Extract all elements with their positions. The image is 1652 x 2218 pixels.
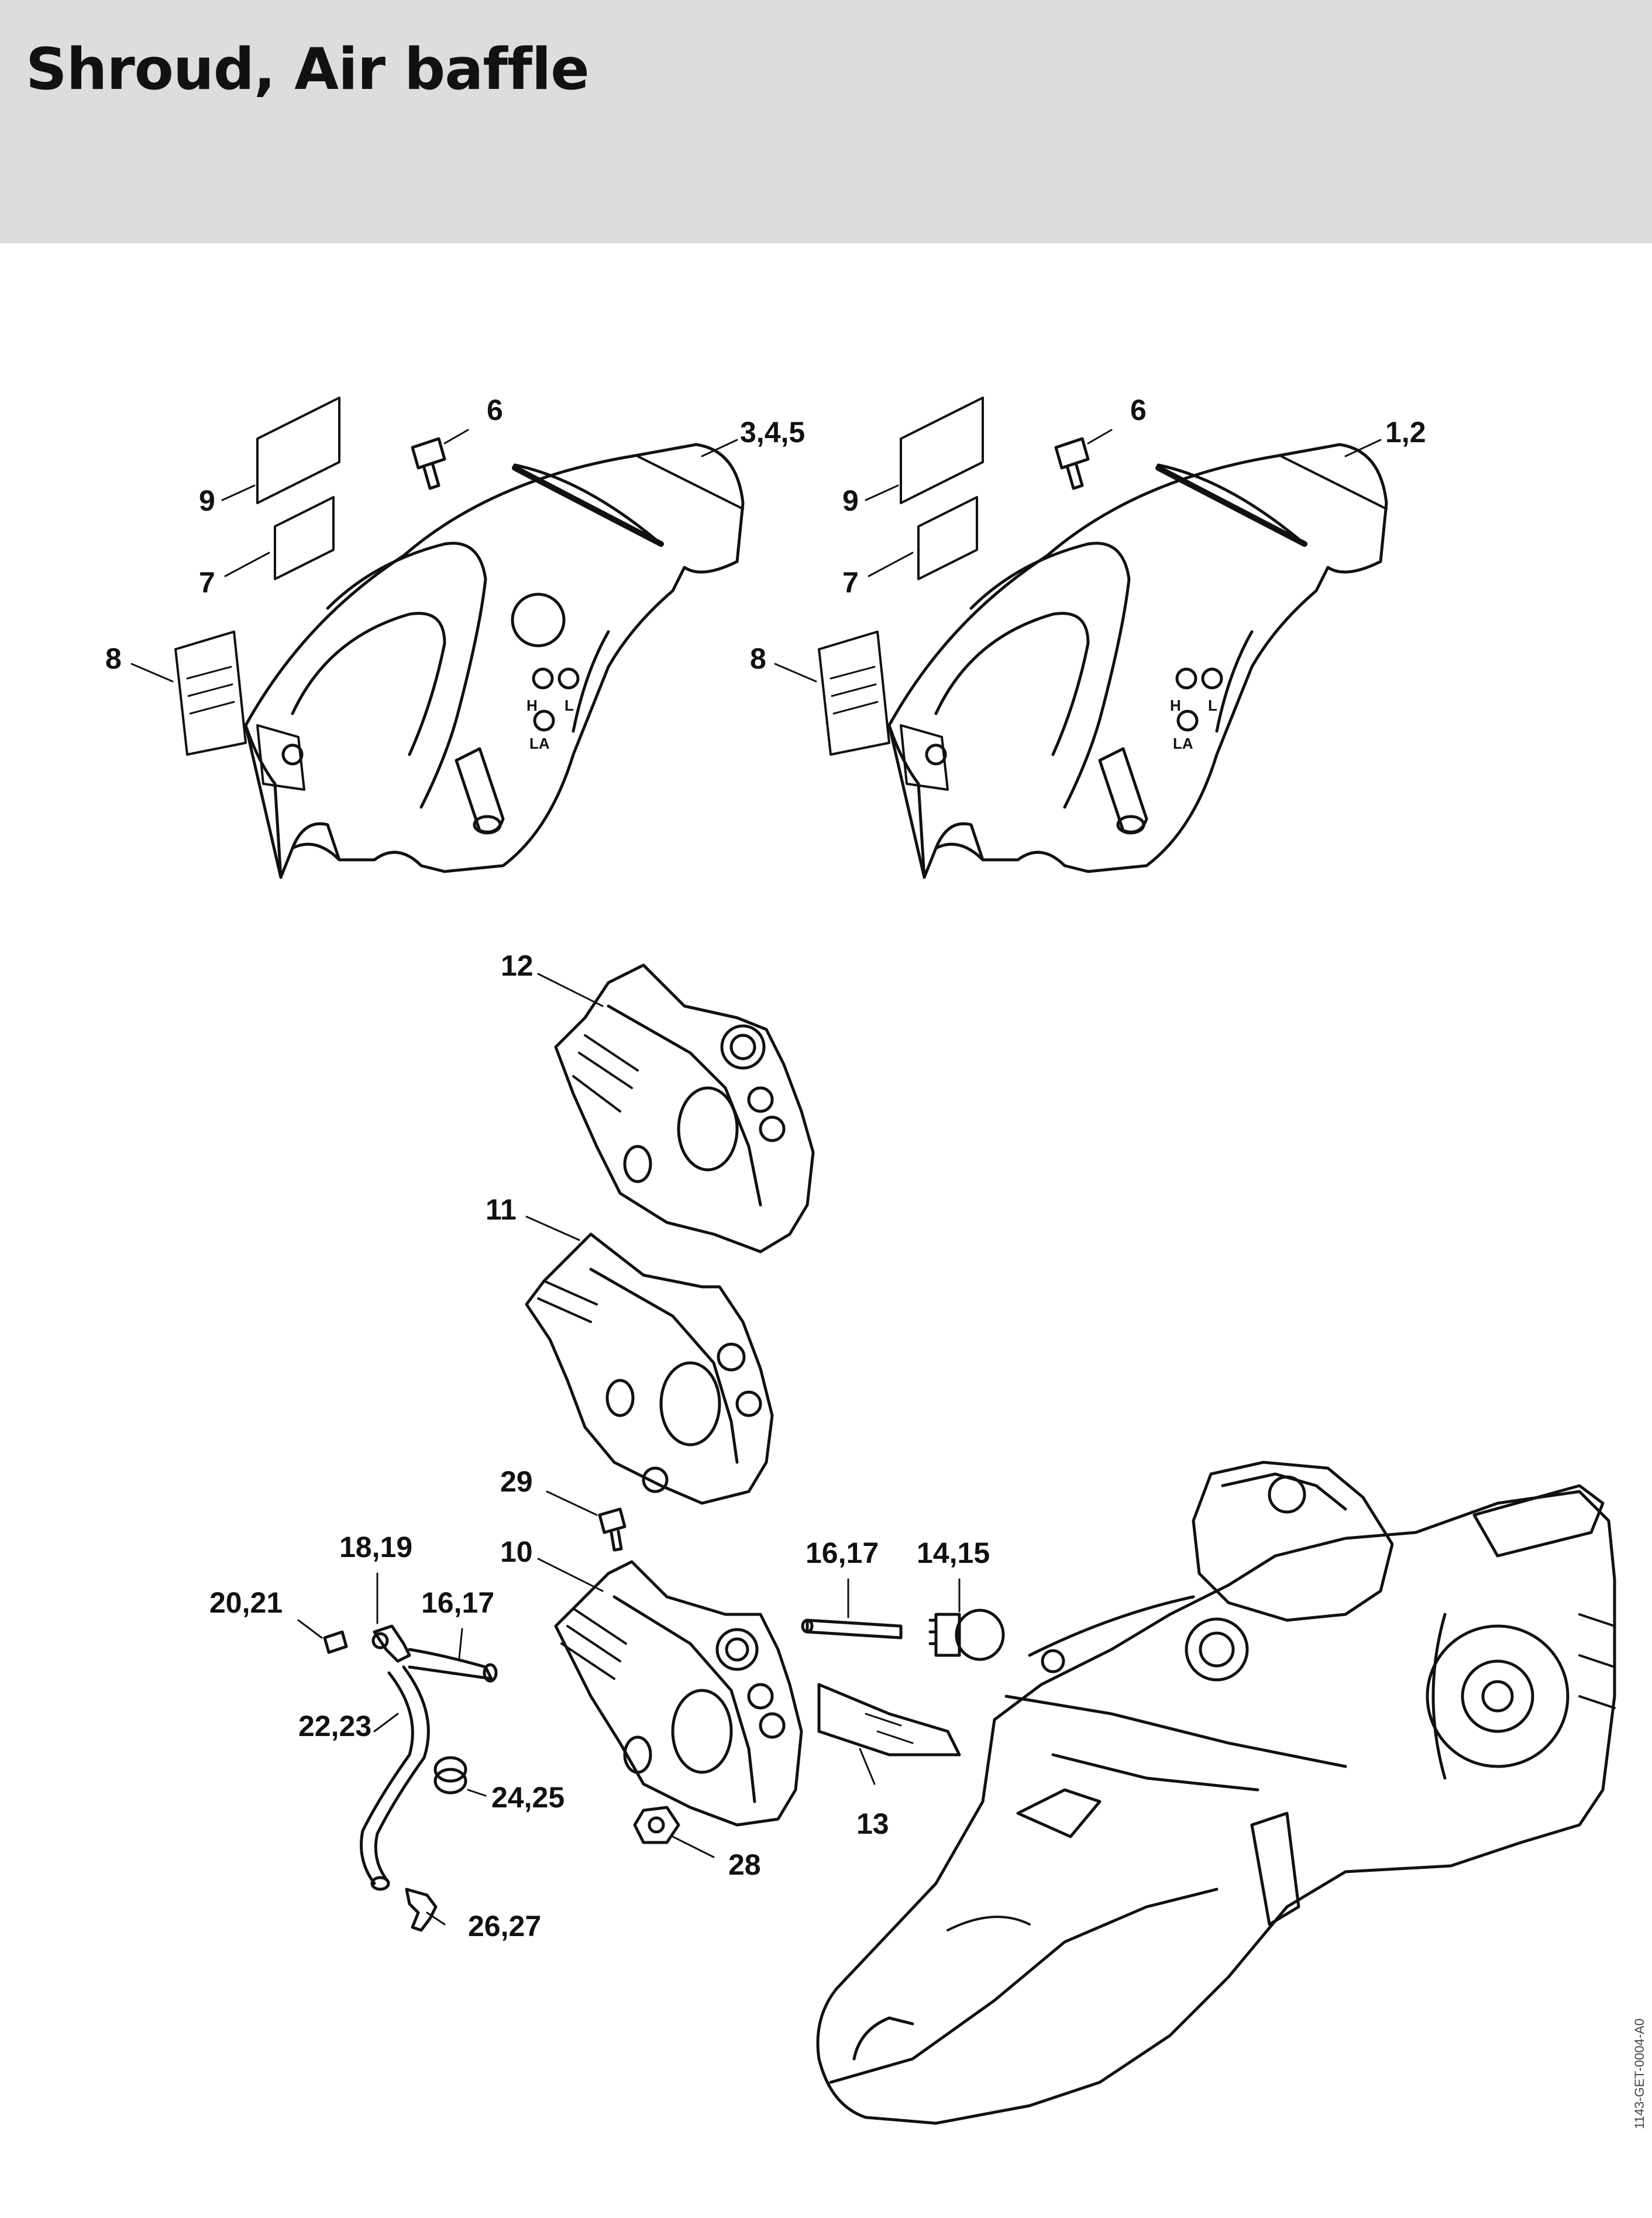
shroud-markings-right: H L LA	[1170, 697, 1217, 752]
chainsaw-body	[816, 1461, 1616, 2125]
callout-20-21: 20,21	[209, 1586, 283, 1619]
callout-16-17-hose: 16,17	[421, 1586, 494, 1619]
callout-9-right: 9	[842, 484, 859, 517]
callout-12: 12	[501, 949, 534, 982]
decal-9-right	[900, 397, 984, 504]
label-8-left	[174, 631, 247, 756]
drawing-reference: 1143-GET-0004-A0	[1632, 2018, 1647, 2129]
marking-l: L	[565, 697, 574, 714]
nut-28	[633, 1806, 680, 1844]
callout-6-right: 6	[1130, 394, 1147, 426]
rod-16-17	[801, 1618, 903, 1640]
callout-16-17-rod: 16,17	[806, 1537, 879, 1569]
callout-7-right: 7	[842, 566, 859, 599]
air-baffle-10	[554, 1560, 803, 1827]
callout-24-25: 24,25	[491, 1781, 565, 1814]
callout-22-23: 22,23	[298, 1710, 371, 1742]
callout-10: 10	[500, 1535, 533, 1568]
screw-20-21	[323, 1630, 348, 1654]
callout-13: 13	[856, 1807, 889, 1840]
callout-7-left: 7	[199, 566, 215, 599]
callout-6-left: 6	[487, 394, 503, 426]
callout-28: 28	[728, 1848, 761, 1881]
callout-8-left: 8	[105, 642, 122, 675]
marking-h: H	[1170, 697, 1181, 714]
leader-lines	[130, 429, 1382, 1926]
shroud-right	[887, 443, 1388, 879]
shroud-markings-left: H L LA	[526, 697, 574, 752]
callout-11: 11	[486, 1193, 517, 1226]
marking-l: L	[1208, 697, 1217, 714]
marking-la: LA	[529, 735, 550, 752]
screw-29	[598, 1507, 627, 1552]
air-baffle-12	[554, 963, 815, 1253]
elbow-26-27	[405, 1888, 438, 1932]
page-title: Shroud, Air baffle	[26, 36, 590, 103]
callout-18-19: 18,19	[339, 1531, 412, 1563]
callout-1-2: 1,2	[1385, 416, 1426, 449]
callout-14-15: 14,15	[917, 1537, 990, 1569]
grommet-24-25	[433, 1756, 467, 1795]
decal-7-left	[274, 496, 335, 580]
hose-22-23	[360, 1665, 430, 1891]
screw-6-left	[411, 437, 446, 490]
primer-14-15	[928, 1609, 1005, 1661]
marking-la: LA	[1173, 735, 1193, 752]
callout-26-27: 26,27	[468, 1910, 541, 1943]
screw-6-right	[1054, 437, 1090, 490]
marking-h: H	[526, 697, 538, 714]
plate-13	[817, 1683, 961, 1757]
label-8-right	[818, 631, 890, 756]
header-band	[0, 0, 1652, 243]
callout-3-4-5: 3,4,5	[740, 416, 805, 449]
callout-9-left: 9	[199, 484, 215, 517]
air-baffle-11	[525, 1232, 774, 1505]
decal-9-left	[256, 397, 340, 504]
fitting-18-19	[371, 1624, 411, 1663]
callout-8-right: 8	[750, 642, 766, 675]
hose-16-17	[408, 1648, 498, 1683]
callout-labels: 9 7 8 6 3,4,5 9 7 8 6 1,2 12 11 29 10 18…	[105, 394, 1426, 1943]
decal-7-right	[917, 496, 978, 580]
callout-29: 29	[500, 1465, 533, 1498]
shroud-left	[244, 443, 745, 879]
